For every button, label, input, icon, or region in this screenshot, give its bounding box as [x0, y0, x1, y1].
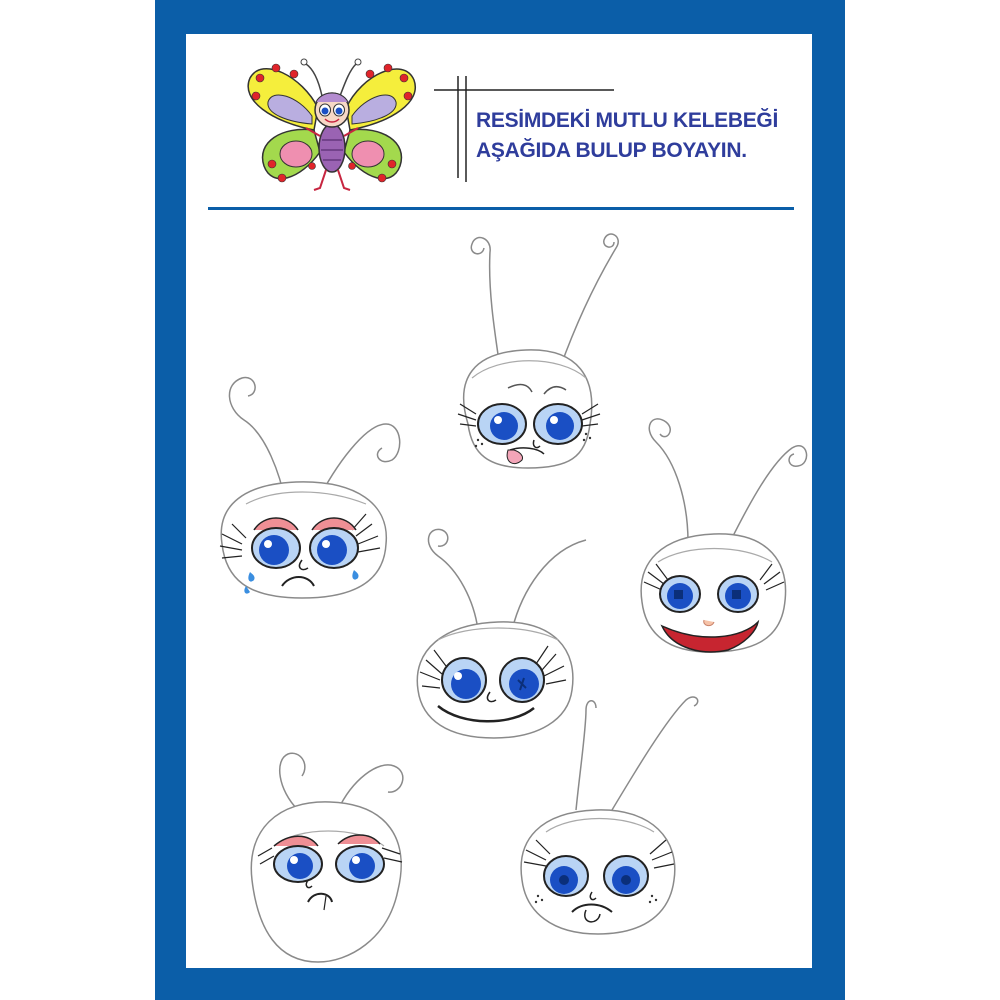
instruction-line-1: RESİMDEKİ MUTLU KELEBEĞİ — [476, 109, 778, 132]
butterfly-face-frowning — [250, 752, 404, 963]
butterfly-face-sad-tongue — [457, 233, 619, 469]
butterfly-face-sticking-tongue — [520, 696, 699, 935]
butterfly-face-happy — [416, 528, 587, 739]
instruction-text: RESİMDEKİ MUTLU KELEBEĞİ AŞAĞIDA BULUP B… — [476, 106, 816, 166]
happy-butterfly-illustration — [247, 58, 417, 191]
butterfly-face-crying — [219, 376, 401, 599]
instruction-line-2: AŞAĞIDA BULUP BOYAYIN. — [476, 139, 747, 162]
header-divider — [208, 207, 794, 210]
butterfly-face-big-smile — [640, 418, 808, 653]
